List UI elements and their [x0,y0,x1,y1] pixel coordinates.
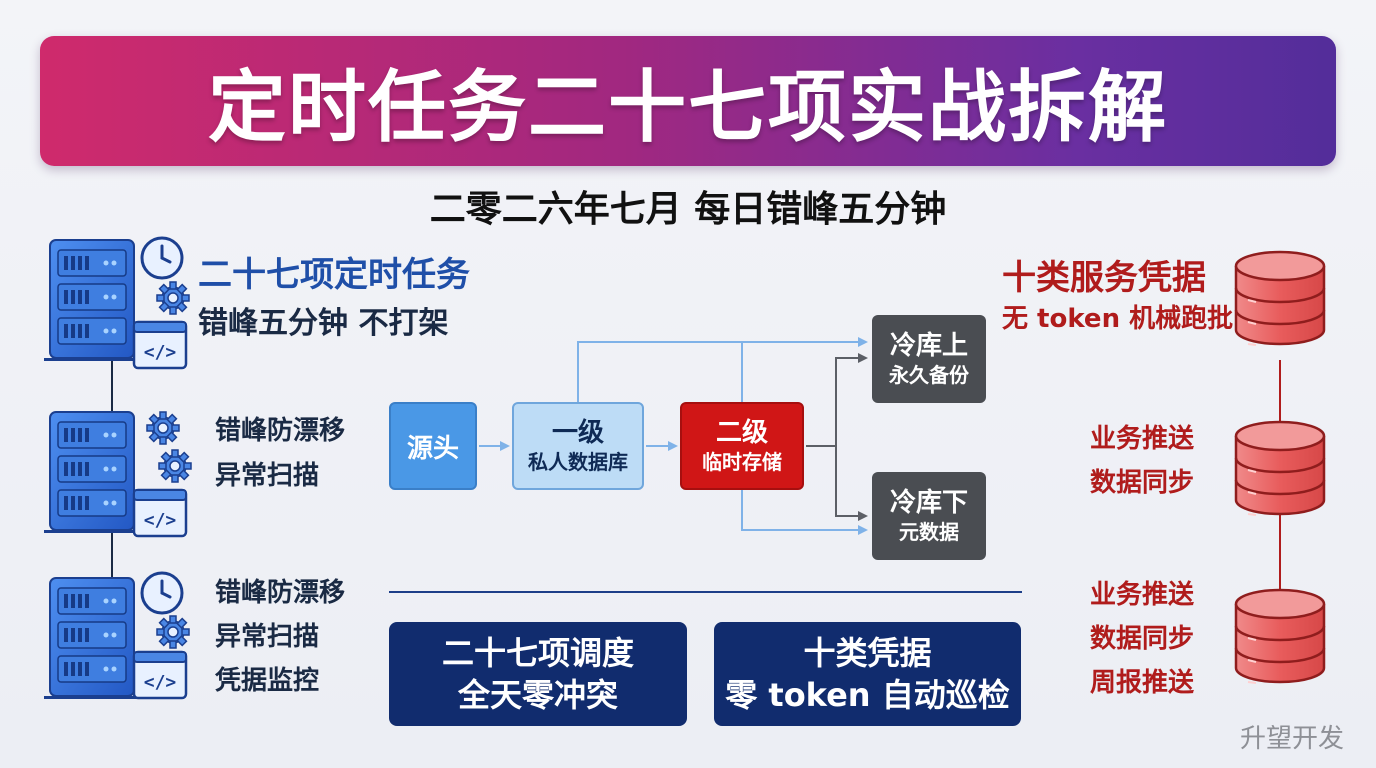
right-group3-item: 周报推送 [1090,668,1195,698]
right-title: 十类服务凭据 [1002,258,1206,298]
clock-icon [140,571,184,615]
right-group2-item: 业务推送 [1090,424,1195,454]
arrow-icon [835,446,868,521]
gear-icon [158,449,192,483]
gear-icon [156,615,190,649]
database-icon [1234,588,1326,685]
section-divider [389,591,1022,593]
title-banner: 定时任务二十七项实战拆解 [40,36,1336,166]
banner-title: 定时任务二十七项实战拆解 [207,63,1168,153]
flow-box-sub: 永久备份 [889,363,969,387]
right-group3-item: 数据同步 [1090,624,1195,654]
code-window-icon [132,650,188,700]
summary-line: 零 token 自动巡检 [725,676,1010,714]
server-rack-icon [43,239,141,362]
gear-icon [156,281,190,315]
flow-arrows [479,337,868,535]
right-subtitle: 无 token 机械跑批 [1002,304,1234,334]
flow-box-label: 源头 [406,433,459,464]
summary-line: 十类凭据 [803,634,932,672]
flow-box-title: 一级 [551,418,604,448]
flow-box-title: 冷库下 [889,488,968,518]
database-icon [1234,250,1326,347]
flow-box-sub: 临时存储 [702,450,782,474]
flow-box-title: 二级 [715,418,768,448]
left-group2-item: 异常扫描 [215,461,320,491]
right-group3-item: 业务推送 [1090,580,1195,610]
right-group2-item: 数据同步 [1090,468,1195,498]
page-subtitle: 二零二六年七月 每日错峰五分钟 [429,189,947,230]
left-group3-item: 异常扫描 [215,622,320,652]
summary-box-credentials: 十类凭据 零 token 自动巡检 [714,622,1021,726]
flow-box-sub: 私人数据库 [528,450,628,474]
flow-box-level2: 二级 临时存储 [680,402,804,490]
database-icon [1234,420,1326,517]
left-group2-item: 错峰防漂移 [215,416,346,446]
flow-box-cold-down: 冷库下 元数据 [872,472,986,560]
arrow-icon [577,337,868,402]
server-rack-icon [43,577,141,700]
flow-box-sub: 元数据 [899,520,959,544]
arrow-icon [741,490,868,535]
flow-box-title: 冷库上 [889,331,968,361]
gear-icon [146,411,180,445]
summary-line: 二十七项调度 [441,634,634,672]
server-rack-icon [43,411,141,534]
clock-icon [140,236,184,280]
summary-line: 全天零冲突 [457,676,618,714]
code-window-icon [132,320,188,370]
summary-box-schedule: 二十七项调度 全天零冲突 [389,622,687,726]
left-subtitle: 错峰五分钟 不打架 [198,306,449,341]
flow-box-level1: 一级 私人数据库 [512,402,644,490]
code-window-icon [132,488,188,538]
watermark: 升望开发 [1240,724,1345,754]
flow-box-cold-up: 冷库上 永久备份 [872,315,986,403]
left-group3-item: 错峰防漂移 [215,578,346,608]
flow-box-source: 源头 [389,402,477,490]
arrow-icon [806,353,868,447]
left-title: 二十七项定时任务 [198,255,470,295]
left-group3-item: 凭据监控 [215,666,320,696]
